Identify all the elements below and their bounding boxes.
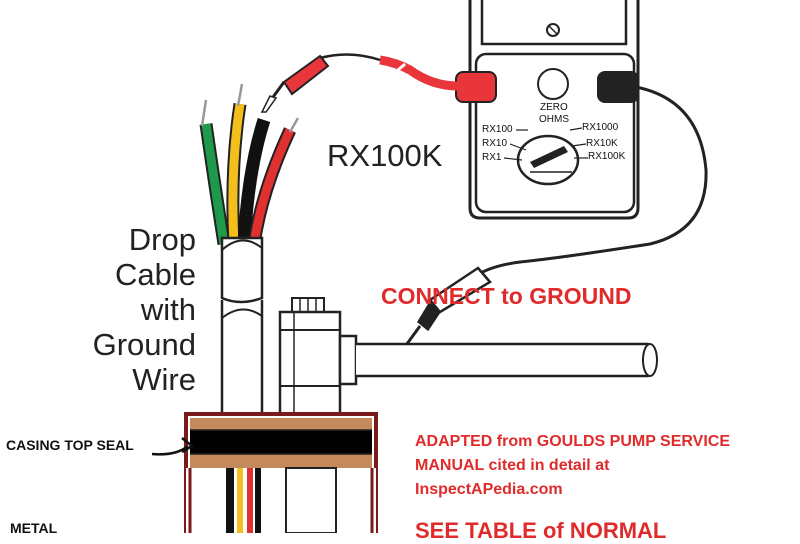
range-rx1-label: RX1 <box>482 152 502 163</box>
casing-label-arrow <box>151 445 189 456</box>
range-rx100-label: RX100 <box>482 124 513 135</box>
red-jack <box>455 71 497 103</box>
range-rx100k-label: RX100K <box>588 151 626 162</box>
range-rx10k-label: RX10K <box>586 138 618 149</box>
drop-cable-label: Drop Cable with Ground Wire <box>92 222 196 397</box>
drop-cable <box>199 83 300 420</box>
source-credit-text: ADAPTED from GOULDS PUMP SERVICE MANUAL … <box>415 433 731 498</box>
diagram-canvas: ZERO OHMS RX100 RX10 RX1 RX1000 RX10K RX… <box>6 0 731 543</box>
metal-label: METAL <box>10 520 58 536</box>
range-rx10-label: RX10 <box>482 138 508 149</box>
ohmmeter <box>455 0 640 220</box>
zero-label: ZERO <box>540 102 568 113</box>
well-pipe <box>278 297 658 418</box>
ohms-label: OHMS <box>539 114 569 125</box>
casing-top-seal-label: CASING TOP SEAL <box>6 437 134 453</box>
see-table-text: SEE TABLE of NORMAL <box>415 518 667 543</box>
black-jack <box>597 71 639 103</box>
diagram-drawing <box>151 0 708 534</box>
black-test-lead <box>402 85 708 349</box>
well-casing <box>184 412 378 534</box>
selected-range-label: RX100K <box>327 138 443 173</box>
red-test-lead <box>260 53 459 113</box>
range-rx1000-label: RX1000 <box>582 122 619 133</box>
range-selector-knob <box>516 134 580 186</box>
connect-to-ground-label: CONNECT to GROUND <box>381 283 632 309</box>
